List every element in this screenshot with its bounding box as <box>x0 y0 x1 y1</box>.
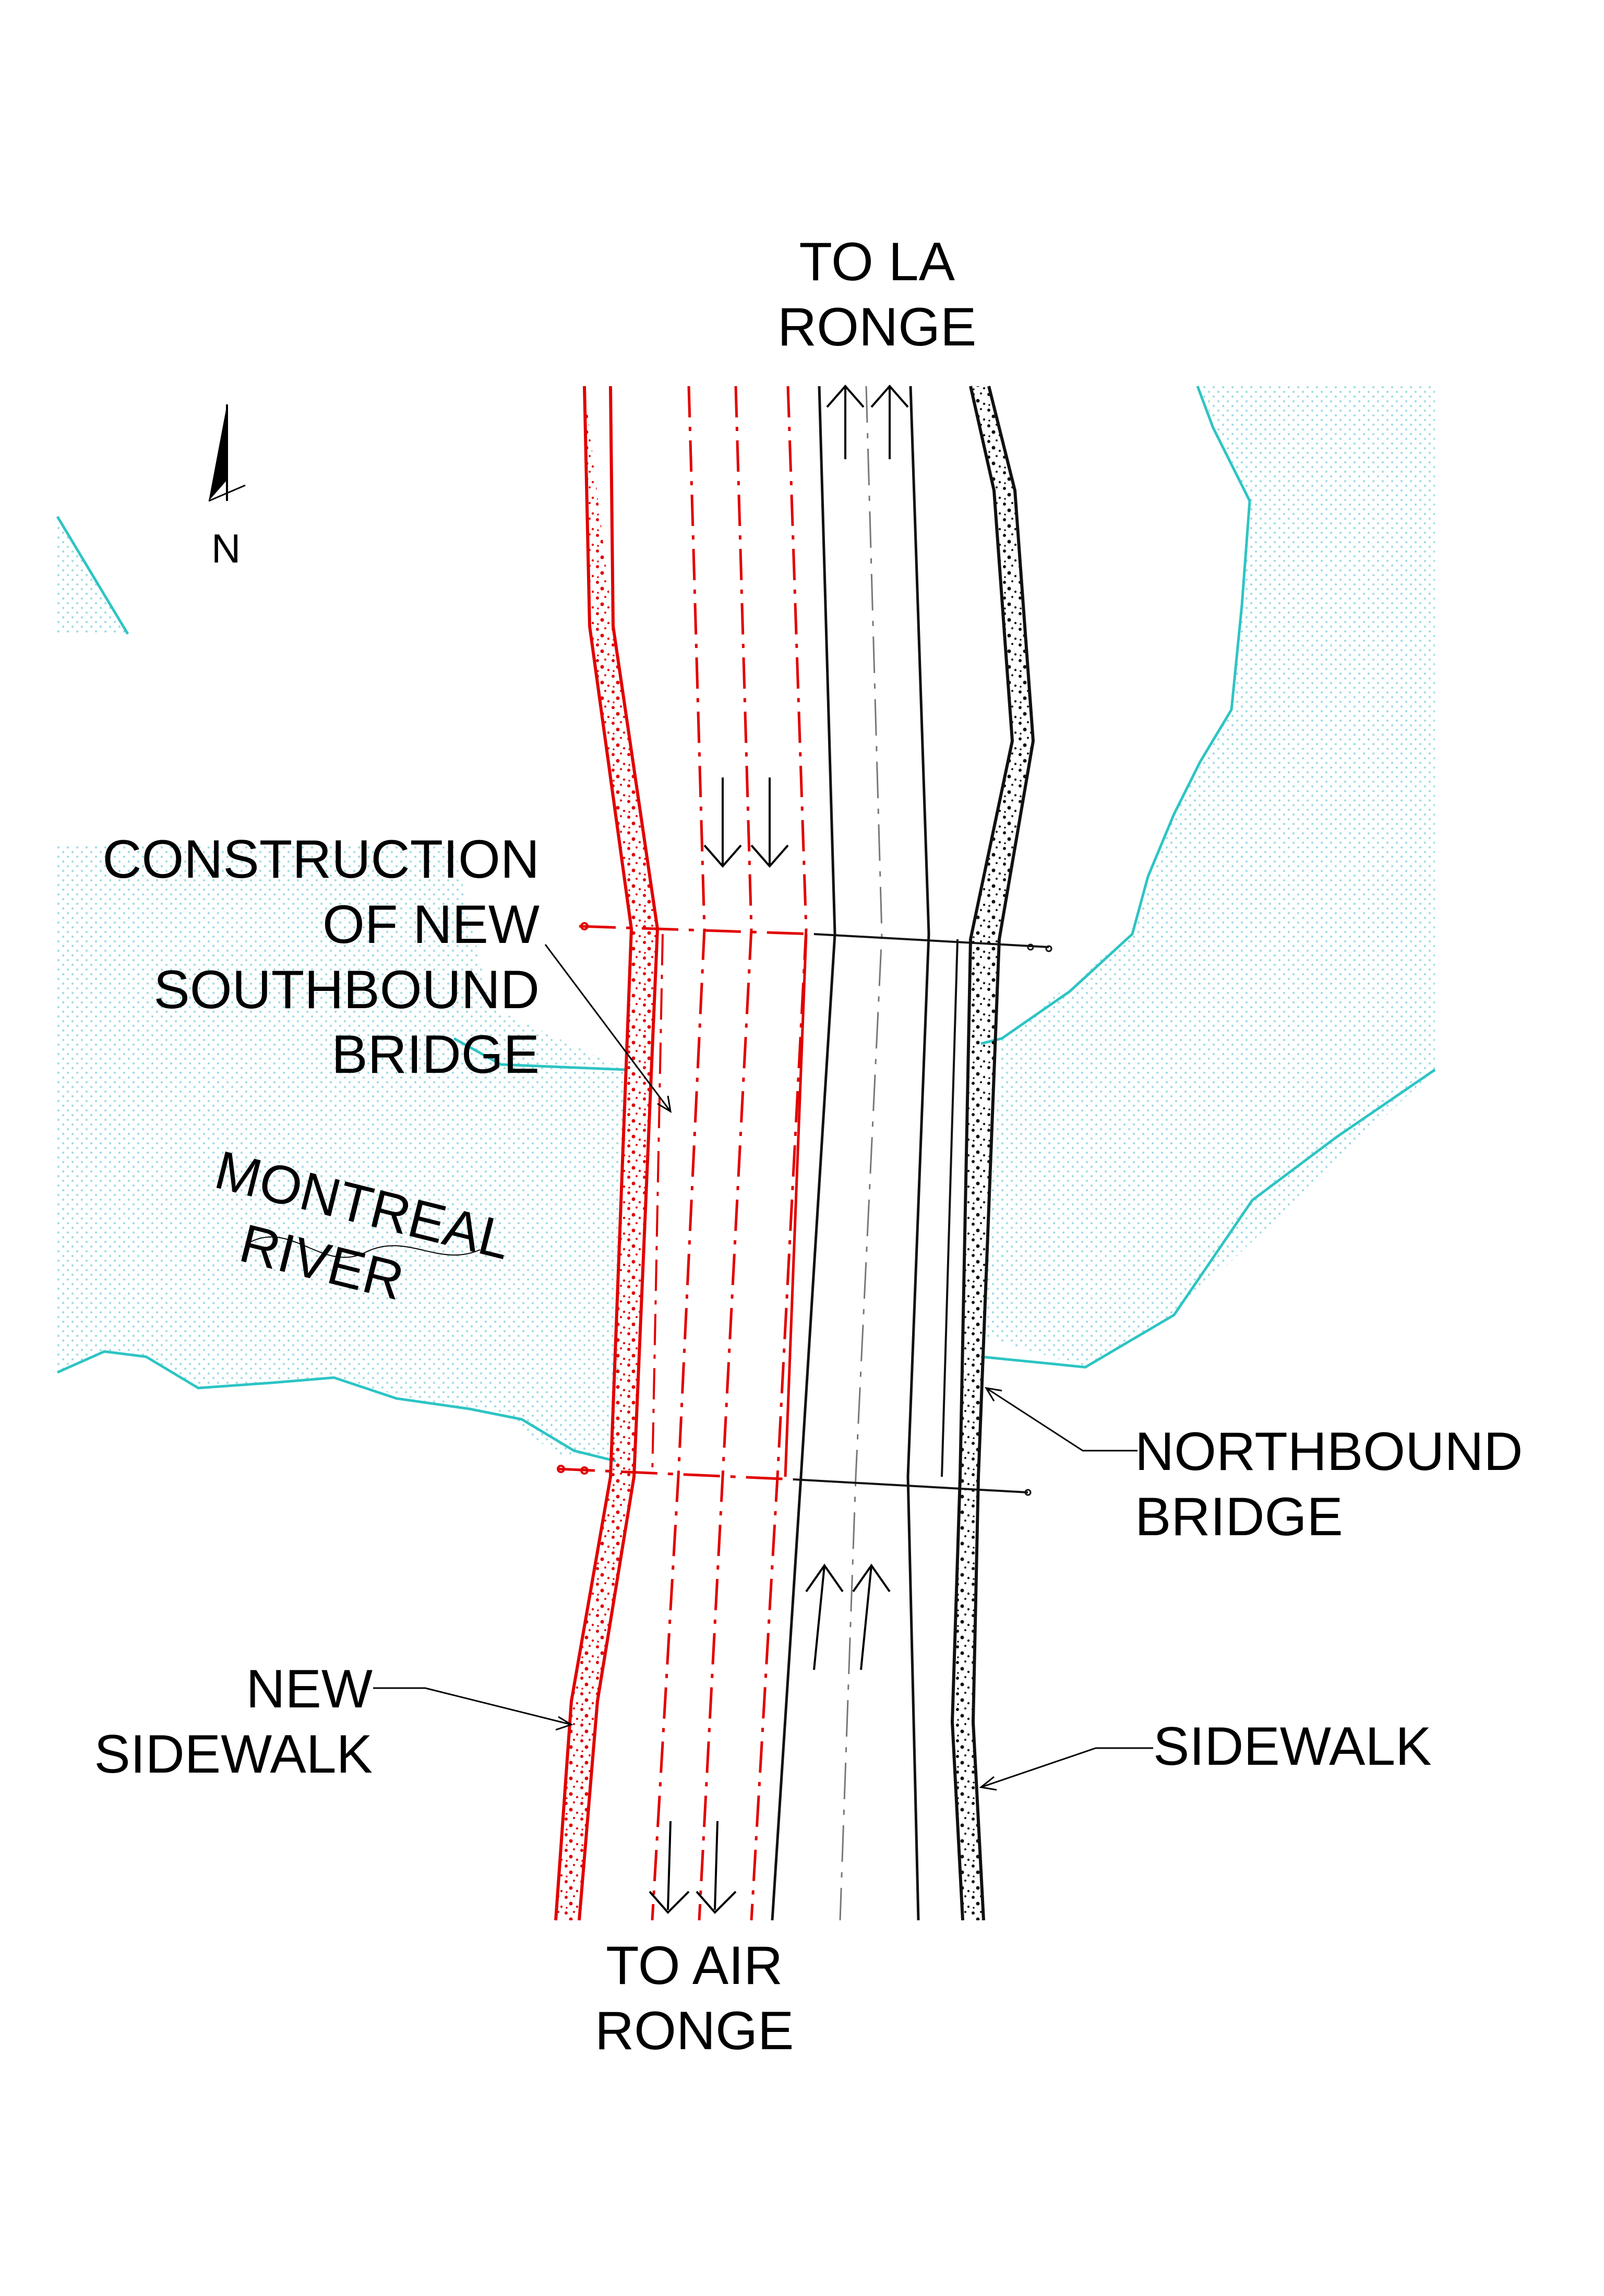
to-air-ronge-line1: TO AIR <box>606 1935 783 1996</box>
to-la-ronge-label: TO LA RONGE <box>777 230 976 360</box>
construction-label: CONSTRUCTION OF NEW SOUTHBOUND BRIDGE <box>102 827 540 1087</box>
new-southbound-roadway <box>554 386 815 1921</box>
to-air-ronge-label: TO AIR RONGE <box>595 1933 794 2064</box>
north-arrow-label: N <box>211 525 241 571</box>
to-la-ronge-line2: RONGE <box>777 296 977 357</box>
sidewalk-label: SIDEWALK <box>1153 1716 1432 1777</box>
to-air-ronge-line2: RONGE <box>595 2000 794 2061</box>
river-water <box>56 386 1436 1463</box>
northbound-bridge-line2: BRIDGE <box>1135 1486 1343 1547</box>
new-sidewalk-label: NEW SIDEWALK <box>94 1657 373 1787</box>
existing-northbound-roadway <box>771 386 1052 1921</box>
north-arrow-icon <box>208 404 246 502</box>
construction-line4: BRIDGE <box>331 1024 540 1085</box>
northbound-bridge-label: NORTHBOUND BRIDGE <box>1135 1419 1523 1550</box>
northbound-bridge-line1: NORTHBOUND <box>1135 1421 1523 1482</box>
traffic-arrows <box>649 384 909 1914</box>
label-leaders <box>250 944 1153 1791</box>
construction-line2: OF NEW <box>322 894 540 955</box>
new-sidewalk-line1: NEW <box>246 1659 373 1719</box>
construction-line3: SOUTHBOUND <box>153 959 540 1020</box>
to-la-ronge-line1: TO LA <box>799 232 955 292</box>
construction-line1: CONSTRUCTION <box>102 829 540 890</box>
new-sidewalk-line2: SIDEWALK <box>94 1724 373 1785</box>
